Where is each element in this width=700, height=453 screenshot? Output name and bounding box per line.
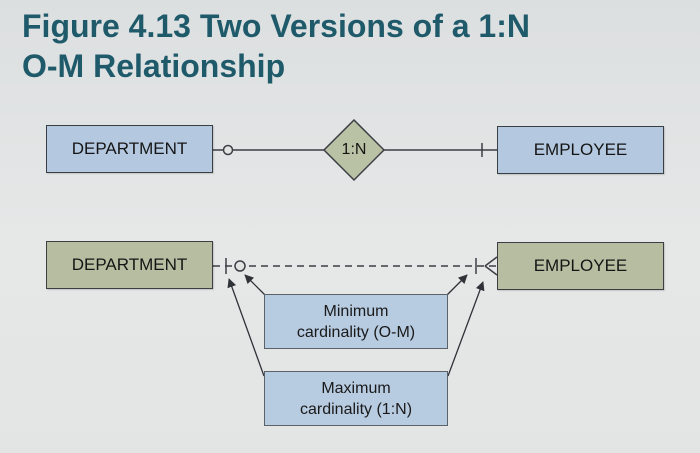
min-note-line2: cardinality (O-M) — [296, 323, 416, 341]
relationship-diamond — [322, 118, 386, 182]
top-department-entity: DEPARTMENT — [46, 125, 213, 173]
max-note-line1: Maximum — [321, 379, 391, 397]
max-note-line2: cardinality (1:N) — [299, 400, 413, 418]
bottom-department-label: DEPARTMENT — [71, 255, 188, 274]
top-department-label: DEPARTMENT — [71, 139, 188, 158]
bottom-employee-entity: EMPLOYEE — [497, 242, 664, 290]
figure-title: Figure 4.13 Two Versions of a 1:N O-M Re… — [22, 6, 682, 86]
bottom-employee-label: EMPLOYEE — [533, 256, 628, 275]
top-employee-entity: EMPLOYEE — [497, 126, 664, 174]
min-arrow-left — [244, 274, 267, 297]
max-arrow-left — [227, 278, 265, 377]
maximum-cardinality-note: Maximum cardinality (1:N) — [264, 371, 448, 426]
min-note-line1: Minimum — [323, 302, 389, 320]
relationship-label: 1:N — [341, 141, 367, 158]
figure-title-line1: Figure 4.13 Two Versions of a 1:N — [22, 8, 530, 44]
crows-foot-bottom — [484, 265, 498, 276]
top-left-zero-symbol — [222, 144, 234, 156]
figure-title-line2: O-M Relationship — [22, 48, 286, 84]
minimum-cardinality-note: Minimum cardinality (O-M) — [264, 294, 448, 349]
max-arrow-right — [447, 281, 485, 377]
bottom-left-zero-symbol — [234, 260, 246, 272]
bottom-department-entity: DEPARTMENT — [46, 241, 213, 289]
min-arrow-right — [445, 274, 468, 297]
top-employee-label: EMPLOYEE — [533, 140, 628, 159]
crows-foot-top — [484, 256, 498, 267]
